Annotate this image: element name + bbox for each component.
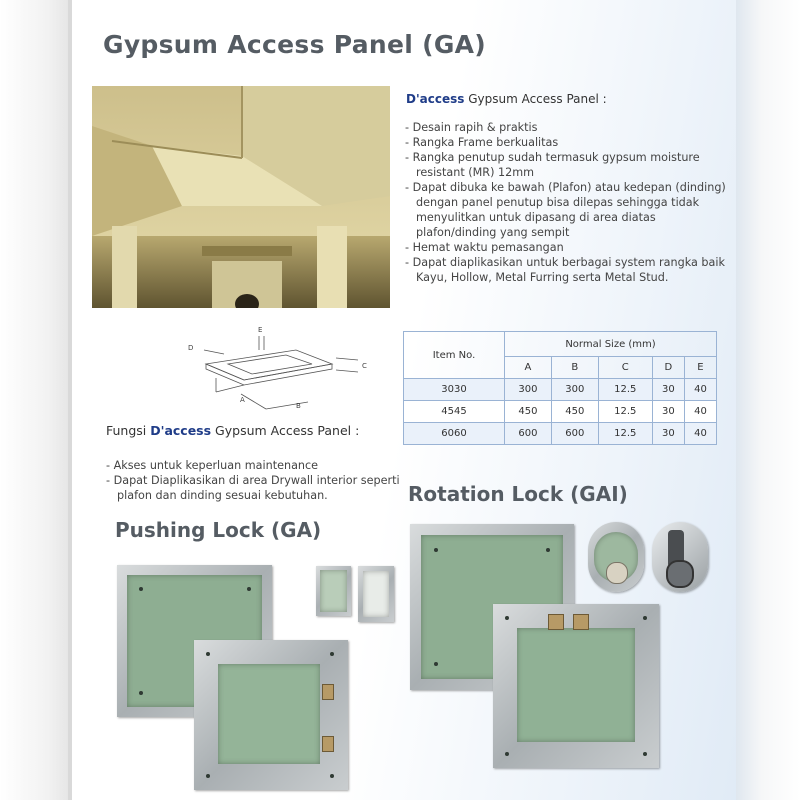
function-suffix: Gypsum Access Panel : bbox=[211, 423, 360, 438]
page-fold bbox=[68, 0, 72, 800]
use-item: - Akses untuk keperluan maintenance bbox=[106, 459, 319, 472]
feature-item: - Rangka Frame berkualitas bbox=[405, 136, 559, 149]
dim-label-a: A bbox=[240, 396, 245, 404]
size-header: Normal Size (mm) bbox=[504, 331, 717, 357]
feature-item: - Rangka penutup sudah termasuk gypsum m… bbox=[405, 151, 700, 179]
value-cell: 30 bbox=[651, 400, 685, 423]
value-cell: 450 bbox=[550, 400, 599, 423]
value-cell: 12.5 bbox=[597, 422, 653, 445]
rotation-lock-mechanism-photo bbox=[652, 522, 708, 592]
use-item: - Dapat Diaplikasikan di area Drywall in… bbox=[106, 474, 400, 502]
ceiling-interior-photo bbox=[92, 86, 390, 308]
ceiling-photo-illustration bbox=[92, 86, 390, 308]
value-cell: 600 bbox=[504, 422, 552, 445]
brand-name: D'access bbox=[406, 92, 465, 106]
pushing-lock-detail-photo bbox=[316, 566, 351, 616]
use-list: - Akses untuk keperluan maintenance - Da… bbox=[106, 458, 406, 503]
rotation-lock-frame-photo bbox=[493, 604, 659, 768]
brand-name: D'access bbox=[150, 423, 212, 438]
value-cell: 300 bbox=[550, 378, 599, 401]
value-cell: 12.5 bbox=[597, 400, 653, 423]
dim-label-c: C bbox=[362, 362, 367, 370]
item-cell: 4545 bbox=[402, 400, 506, 423]
column-header: E bbox=[683, 356, 718, 379]
value-cell: 40 bbox=[683, 378, 718, 401]
rotation-lock-heading: Rotation Lock (GAI) bbox=[408, 482, 628, 506]
dim-label-b: B bbox=[296, 402, 301, 410]
item-header: Item No. bbox=[402, 331, 506, 379]
feature-list: - Desain rapih & praktis - Rangka Frame … bbox=[405, 120, 730, 285]
value-cell: 600 bbox=[550, 422, 599, 445]
function-prefix: Fungsi bbox=[106, 423, 151, 438]
column-header: D bbox=[651, 356, 685, 379]
column-header: B bbox=[550, 356, 599, 379]
table-row: 4545 450 450 12.5 30 40 bbox=[402, 400, 718, 423]
item-cell: 6060 bbox=[402, 422, 506, 445]
value-cell: 40 bbox=[683, 422, 718, 445]
intro-text: Gypsum Access Panel : bbox=[464, 92, 607, 106]
feature-item: - Dapat dibuka ke bawah (Plafon) atau ke… bbox=[405, 181, 726, 239]
intro-line: D'access Gypsum Access Panel : bbox=[406, 92, 607, 106]
page-title: Gypsum Access Panel (GA) bbox=[103, 30, 487, 59]
value-cell: 12.5 bbox=[597, 378, 653, 401]
size-table: Item No. Normal Size (mm) A B C D E 3030… bbox=[402, 331, 718, 445]
pushing-lock-frame-photo bbox=[194, 640, 348, 790]
column-header: A bbox=[504, 356, 552, 379]
column-header: C bbox=[597, 356, 653, 379]
dim-label-d: D bbox=[188, 344, 193, 352]
value-cell: 300 bbox=[504, 378, 552, 401]
value-cell: 450 bbox=[504, 400, 552, 423]
feature-item: - Hemat waktu pemasangan bbox=[405, 241, 564, 254]
value-cell: 40 bbox=[683, 400, 718, 423]
pushing-lock-heading: Pushing Lock (GA) bbox=[115, 518, 322, 542]
function-heading: Fungsi D'access Gypsum Access Panel : bbox=[106, 423, 359, 438]
value-cell: 30 bbox=[651, 422, 685, 445]
item-cell: 3030 bbox=[402, 378, 506, 401]
value-cell: 30 bbox=[651, 378, 685, 401]
feature-item: - Desain rapih & praktis bbox=[405, 121, 538, 134]
feature-item: - Dapat diaplikasikan untuk berbagai sys… bbox=[405, 256, 725, 284]
rotation-lock-knob-photo bbox=[588, 522, 644, 592]
scan-margin-right bbox=[736, 0, 800, 800]
table-row: 6060 600 600 12.5 30 40 bbox=[402, 422, 718, 445]
scan-margin-left bbox=[0, 0, 68, 800]
table-row: 3030 300 300 12.5 30 40 bbox=[402, 378, 718, 401]
dim-label-e: E bbox=[258, 326, 262, 334]
pushing-lock-detail-photo bbox=[358, 566, 394, 622]
panel-dimension-diagram: D E C A B bbox=[188, 326, 367, 410]
